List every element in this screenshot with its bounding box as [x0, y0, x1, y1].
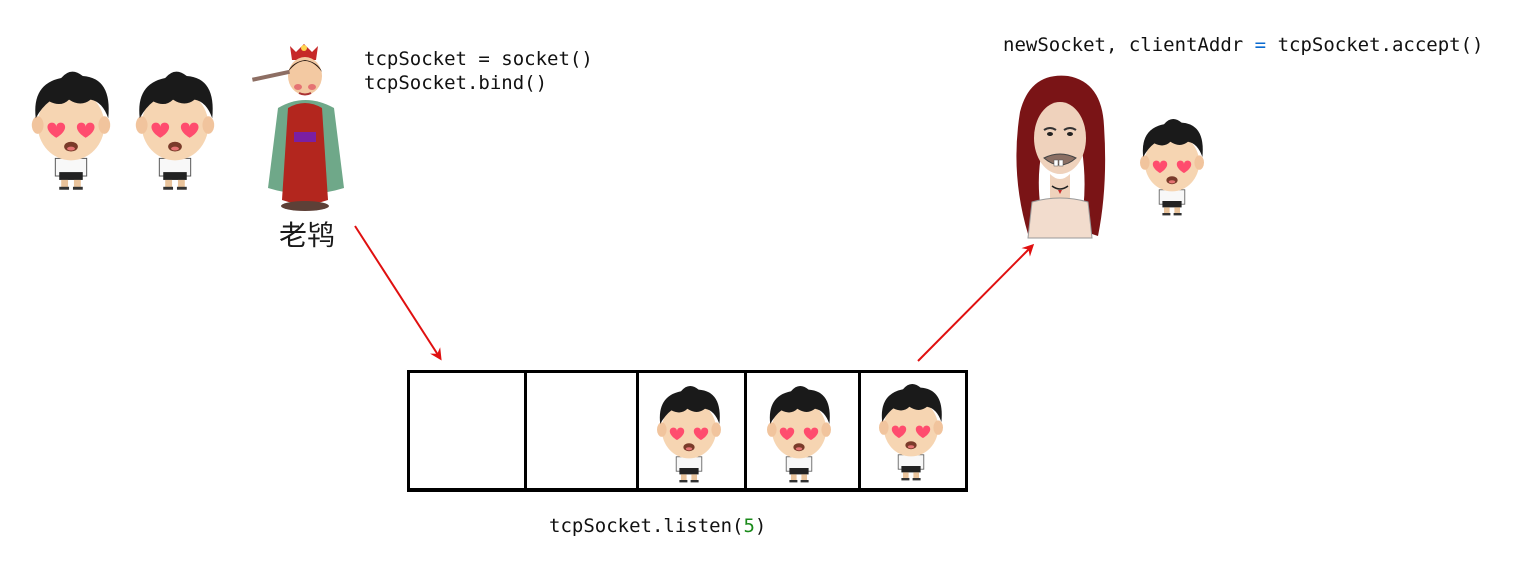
queue-slot-empty [527, 373, 639, 488]
accept-operator: = [1254, 34, 1267, 56]
server-woman-icon [1016, 75, 1106, 239]
madam-label: 老鸨 [279, 219, 336, 252]
accept-lhs: newSocket, clientAddr [1003, 34, 1255, 56]
arrow-icon [917, 243, 1035, 362]
arrow-icon [354, 225, 442, 361]
listen-backlog-queue [407, 370, 968, 492]
listen-prefix: tcpSocket.listen( [549, 515, 744, 537]
accept-code: newSocket, clientAddr = tcpSocket.accept… [1003, 33, 1483, 57]
queue-slot-empty [410, 373, 527, 488]
listen-arg: 5 [743, 515, 755, 537]
queue-slot-occupied [747, 373, 861, 488]
madam-icon [251, 44, 344, 211]
listen-suffix: ) [754, 515, 767, 537]
listen-code: tcpSocket.listen(5) [549, 514, 766, 538]
socket-create-code: tcpSocket = socket() [364, 48, 593, 70]
socket-bind-code: tcpSocket.bind() [364, 72, 548, 94]
queue-slot-occupied [639, 373, 747, 488]
accept-rhs: tcpSocket.accept() [1266, 34, 1484, 56]
